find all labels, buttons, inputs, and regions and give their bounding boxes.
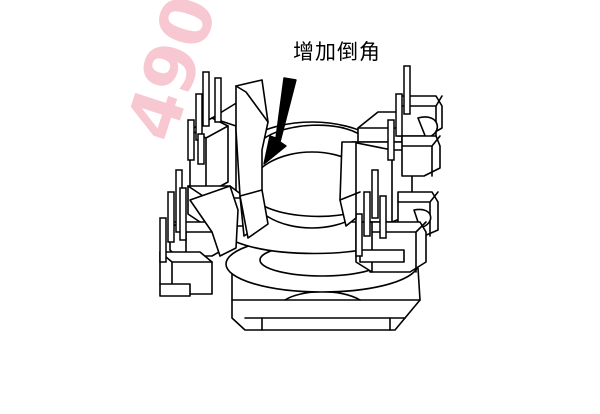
left-flange	[235, 79, 269, 239]
right-pins	[355, 65, 411, 257]
left-pins	[159, 71, 222, 263]
callout-arrow	[263, 77, 297, 165]
right-flange	[339, 141, 361, 227]
annotation-label: 增加倒角	[293, 40, 381, 64]
